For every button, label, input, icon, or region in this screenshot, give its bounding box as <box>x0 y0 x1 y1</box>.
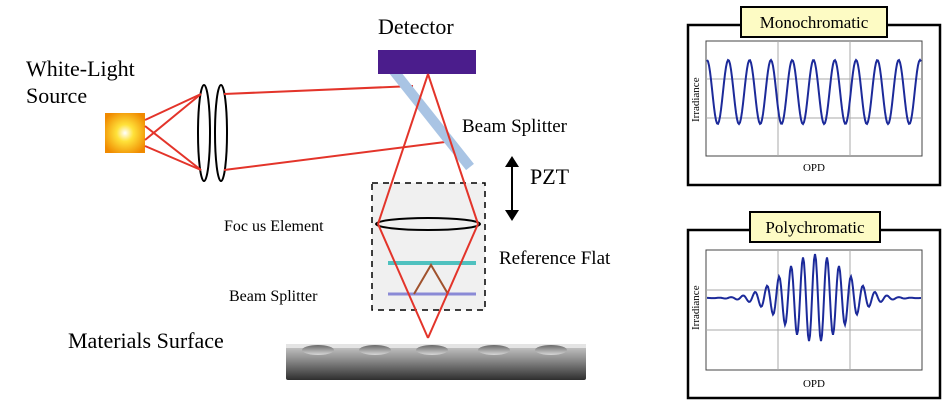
source-rays <box>144 85 446 171</box>
label-pzt: PZT <box>530 164 570 189</box>
label-reference-flat: Reference Flat <box>499 248 611 269</box>
label-detector: Detector <box>378 14 454 39</box>
label-source-line2: Source <box>26 83 87 108</box>
label-beam-splitter-lower: Beam Splitter <box>229 288 318 305</box>
collimating-lens-2 <box>214 84 228 182</box>
polychromatic-ylabel: Irradiance <box>690 285 702 330</box>
beam-splitter-top <box>389 66 474 171</box>
polychromatic-xlabel: OPD <box>803 378 825 390</box>
pzt-arrow <box>505 156 519 221</box>
monochromatic-title-tag <box>740 6 888 38</box>
monochromatic-xlabel: OPD <box>803 162 825 174</box>
reference-path <box>413 263 449 295</box>
label-beam-splitter-top: Beam Splitter <box>462 116 568 137</box>
vertical-rays <box>377 73 479 339</box>
label-focus-element: Foc us Element <box>224 218 324 235</box>
monochromatic-signal <box>706 58 922 126</box>
collimating-lens-1 <box>197 84 211 182</box>
white-light-source <box>105 113 145 153</box>
polychromatic-panel: Polychromatic Irradiance OPD <box>686 211 942 400</box>
label-source-line1: White-Light <box>26 56 135 81</box>
monochromatic-panel: Monochromatic Irradiance OPD <box>686 6 942 187</box>
materials-surface <box>286 344 586 380</box>
detector <box>378 50 476 74</box>
monochromatic-title: Monochromatic <box>760 13 869 32</box>
focus-element-lens <box>375 217 481 231</box>
monochromatic-ylabel: Irradiance <box>690 77 702 122</box>
polychromatic-title: Polychromatic <box>765 218 865 237</box>
interference-objective-housing <box>371 182 486 311</box>
label-materials-surface: Materials Surface <box>68 328 224 353</box>
polychromatic-signal <box>707 253 921 342</box>
polychromatic-title-tag <box>749 211 881 243</box>
